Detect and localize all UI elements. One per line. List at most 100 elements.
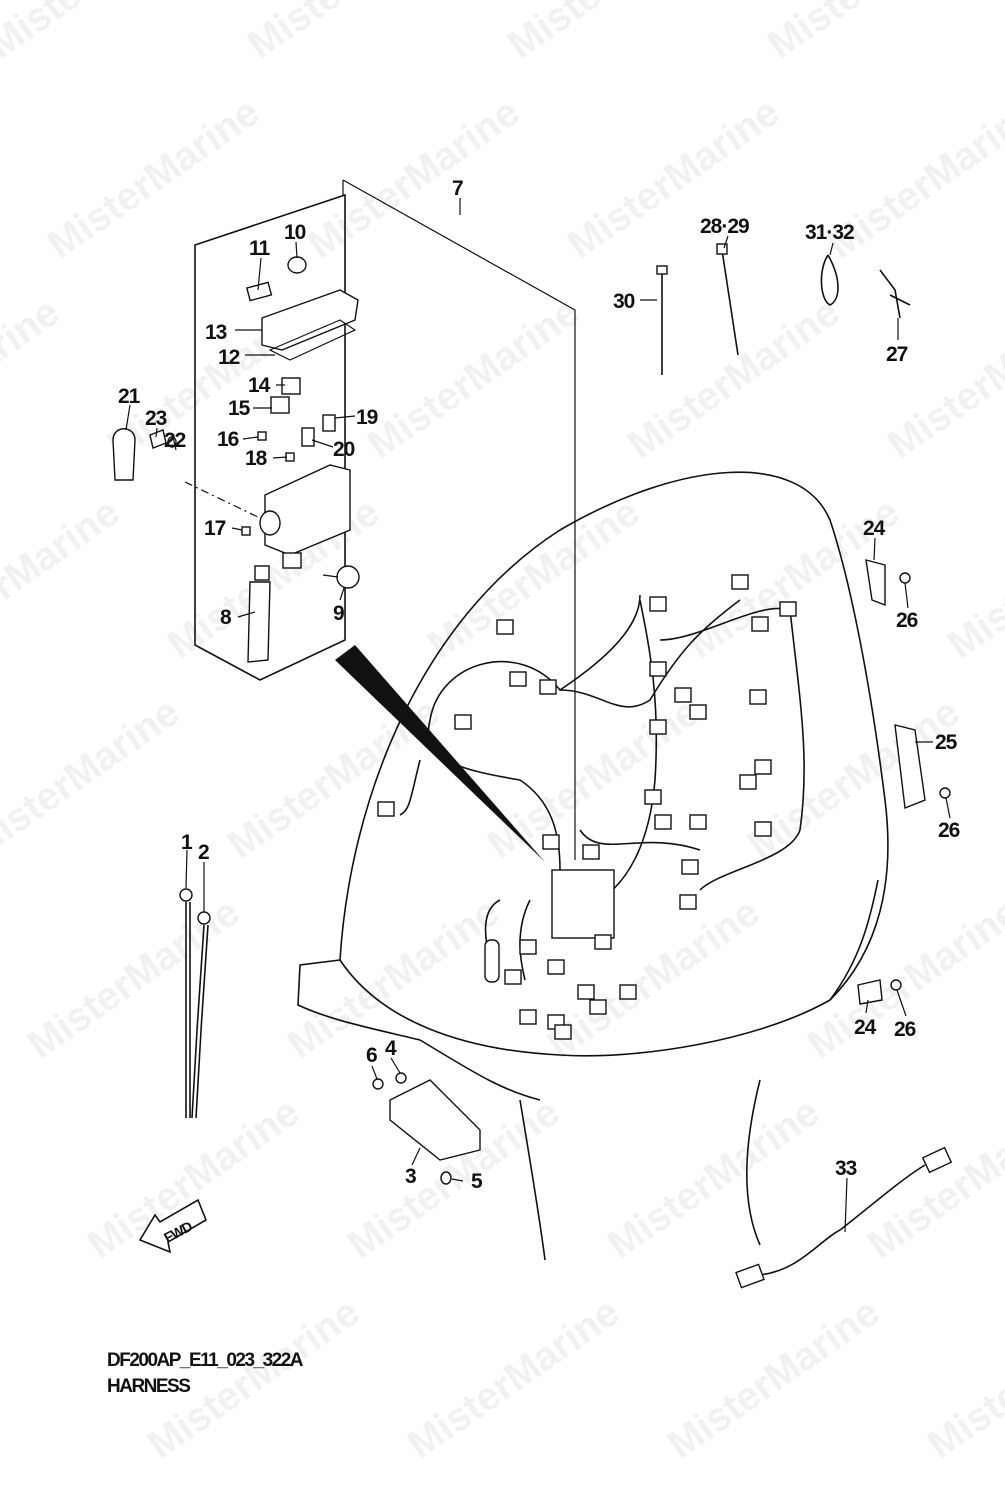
callout-7: 7 <box>452 177 463 200</box>
ground-wires <box>179 888 211 1119</box>
watermark-text: MisterMarine <box>0 0 207 67</box>
watermark-text: MisterMarine <box>1000 690 1005 868</box>
harness-connector <box>644 789 662 805</box>
watermark-text: MisterMarine <box>80 1090 307 1268</box>
callout-21: 21 <box>118 385 141 408</box>
harness-connector <box>754 821 772 837</box>
callout-28-29: 28·29 <box>700 215 749 238</box>
watermark-text: MisterMarine <box>420 490 647 668</box>
harness-connector <box>689 814 707 830</box>
callout-25: 25 <box>935 731 958 754</box>
harness-connector <box>731 574 749 590</box>
harness-connector <box>681 859 699 875</box>
callout-10: 10 <box>284 221 306 244</box>
callout-3: 3 <box>405 1165 416 1188</box>
harness-connector <box>509 671 527 687</box>
bracket-assembly <box>372 1072 481 1185</box>
watermark-text: MisterMarine <box>880 290 1005 468</box>
callout-27: 27 <box>886 343 908 366</box>
watermark-text: MisterMarine <box>300 90 527 268</box>
callout-bracket-7 <box>342 179 576 860</box>
callout-30: 30 <box>613 290 635 313</box>
watermark-text: MisterMarine <box>500 0 727 67</box>
harness-connector <box>377 801 395 817</box>
watermark-text: MisterMarine <box>0 490 127 668</box>
callout-16: 16 <box>217 428 239 451</box>
harness-connector <box>679 894 697 910</box>
pointer-arrow <box>335 645 545 862</box>
callout-14: 14 <box>248 374 271 397</box>
callout-15: 15 <box>228 397 251 420</box>
extension-harness <box>735 1146 953 1289</box>
harness-connector <box>554 1024 572 1040</box>
watermark-text: MisterMarine <box>360 290 587 468</box>
harness-connector <box>577 984 595 1000</box>
callout-6: 6 <box>366 1044 377 1067</box>
watermark-text: MisterMarine <box>760 0 987 67</box>
wiring-harness <box>377 574 805 1040</box>
callout-33: 33 <box>835 1157 857 1180</box>
harness-connector <box>749 689 767 705</box>
harness-connector <box>779 601 797 617</box>
callout-1: 1 <box>181 831 193 854</box>
watermark-text: MisterMarine <box>0 290 67 468</box>
forward-direction-arrow: FWD <box>138 1198 207 1254</box>
harness-connector <box>519 939 537 955</box>
diagram-code: DF200AP_E11_023_322A <box>107 1350 304 1371</box>
callout-22: 22 <box>164 429 186 452</box>
fuse-box-panel <box>194 193 346 681</box>
leader-lines <box>125 198 951 1233</box>
watermark-text: MisterMarine <box>860 1090 1005 1268</box>
harness-connector <box>582 844 600 860</box>
callout-18: 18 <box>245 447 268 470</box>
harness-connector <box>619 984 637 1000</box>
watermark-text: MisterMarine <box>0 690 187 868</box>
harness-connector <box>519 1009 537 1025</box>
harness-connector <box>504 969 522 985</box>
harness-connector <box>547 959 565 975</box>
harness-connector <box>649 596 667 612</box>
harness-connector <box>542 834 560 850</box>
fuse-box-parts <box>184 256 360 663</box>
diagram-title: HARNESS <box>107 1376 191 1397</box>
cap-nut-washer <box>112 428 177 481</box>
watermark-text: MisterMarine <box>740 690 967 868</box>
harness-connector <box>594 934 612 950</box>
watermark-text: MisterMarine <box>0 90 7 268</box>
callout-26-bottom: 26 <box>894 1018 916 1041</box>
callout-31-32: 31·32 <box>805 221 854 244</box>
callout-24-top: 24 <box>863 517 886 540</box>
callout-2: 2 <box>198 841 209 864</box>
watermark-text: MisterMarine <box>400 1290 627 1468</box>
watermark-text: MisterMarine <box>240 0 467 67</box>
harness-connector <box>689 704 707 720</box>
clamps-and-ties <box>656 243 951 1005</box>
callout-11: 11 <box>249 237 271 260</box>
harness-connector <box>589 999 607 1015</box>
watermark-text: MisterMarine <box>600 1090 827 1268</box>
watermark-text: MisterMarine <box>40 90 267 268</box>
harness-connector <box>454 714 472 730</box>
callout-26-top: 26 <box>896 609 918 632</box>
harness-connector <box>649 661 667 677</box>
watermark-text: MisterMarine <box>20 890 247 1068</box>
harness-connector <box>739 774 757 790</box>
callout-13: 13 <box>205 321 227 344</box>
watermark-text: MisterMarine <box>920 1290 1005 1468</box>
watermark-text: MisterMarine <box>620 290 847 468</box>
callout-labels: 7 10 11 13 12 14 15 19 16 20 18 17 8 9 2… <box>118 177 961 1193</box>
watermark-text: MisterMarine <box>940 490 1005 668</box>
callout-20: 20 <box>333 438 355 461</box>
callout-24-bottom: 24 <box>854 1016 877 1039</box>
harness-connector <box>649 719 667 735</box>
harness-connector <box>654 814 672 830</box>
harness-connector <box>496 619 514 635</box>
callout-23: 23 <box>145 407 167 430</box>
harness-connector <box>539 679 557 695</box>
callout-8: 8 <box>220 606 232 629</box>
callout-12: 12 <box>218 346 240 369</box>
engine-outline <box>297 471 889 1261</box>
